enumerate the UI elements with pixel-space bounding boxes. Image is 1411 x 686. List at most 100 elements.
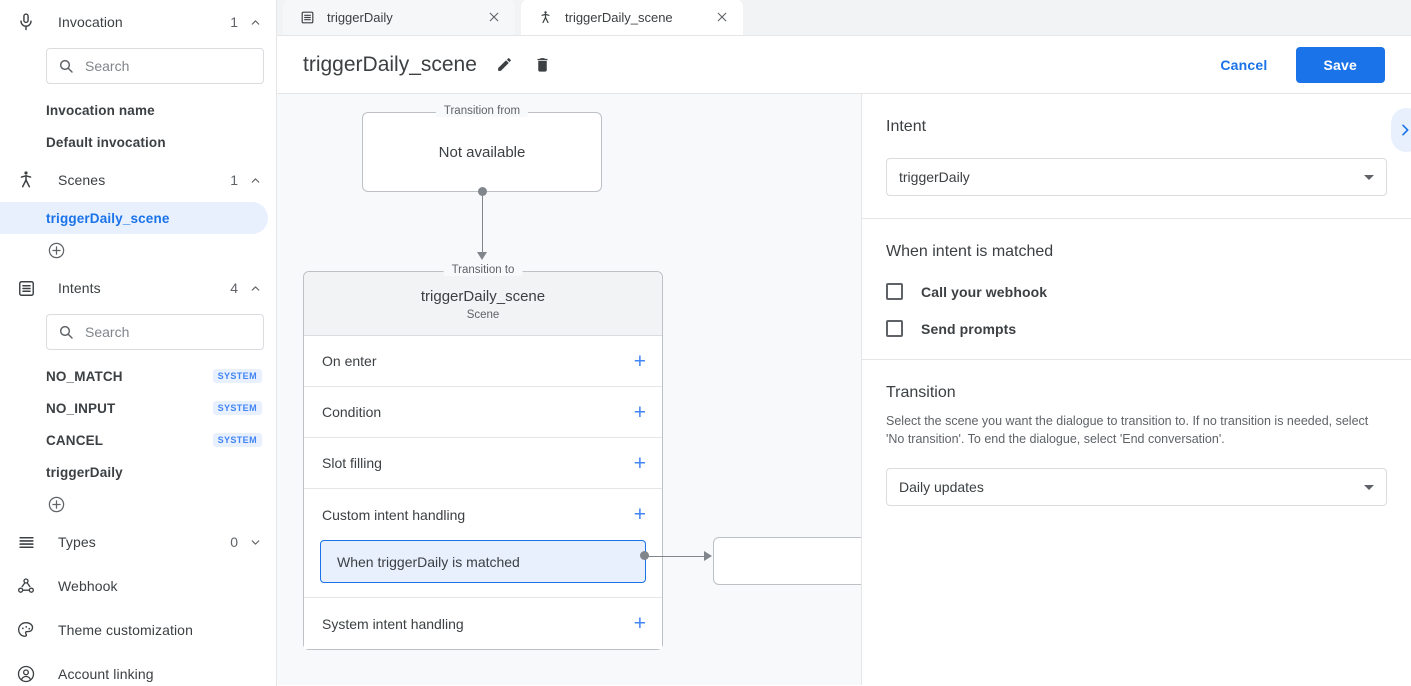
add-on-enter-icon[interactable]: +	[633, 349, 646, 373]
pencil-icon[interactable]	[495, 55, 515, 75]
intents-search-box[interactable]	[46, 314, 264, 350]
intents-search-input[interactable]	[85, 324, 253, 340]
sidebar-item-label: NO_MATCH	[46, 368, 123, 384]
scene-graph-canvas[interactable]: Transition from Not available Transition…	[277, 94, 862, 685]
sidebar-section-count: 0	[230, 534, 238, 550]
scene-header: triggerDaily_scene Cancel Save	[277, 36, 1411, 94]
connector-dot	[640, 551, 649, 560]
scene-row-slot-filling[interactable]: Slot filling +	[304, 438, 662, 489]
add-intent-row	[0, 488, 276, 520]
scene-row-label: Condition	[322, 404, 382, 420]
scene-row-label: On enter	[322, 353, 377, 369]
sidebar-item-no-input[interactable]: NO_INPUT SYSTEM	[0, 392, 276, 424]
sidebar-section-types[interactable]: Types 0	[0, 520, 276, 564]
sidebar-section-label: Scenes	[58, 172, 106, 188]
call-webhook-checkbox[interactable]	[886, 283, 903, 300]
scene-node[interactable]: Transition to triggerDaily_scene Scene O…	[303, 264, 663, 650]
sidebar-section-count: 4	[230, 280, 238, 296]
search-icon	[57, 57, 75, 75]
sidebar-item-label: Theme customization	[58, 622, 193, 638]
tab-triggerdaily[interactable]: triggerDaily	[283, 0, 515, 35]
sidebar-item-label: triggerDaily_scene	[46, 210, 170, 226]
scene-row-system-intent-handling[interactable]: System intent handling +	[304, 598, 662, 649]
trash-icon[interactable]	[533, 55, 553, 75]
save-button[interactable]: Save	[1295, 46, 1385, 83]
scene-icon	[14, 168, 38, 192]
checkbox-row-call-your-webhook[interactable]: Call your webhook	[886, 283, 1387, 300]
sidebar-item-no-match[interactable]: NO_MATCH SYSTEM	[0, 360, 276, 392]
add-system-intent-handling-icon[interactable]: +	[633, 612, 646, 635]
sidebar-item-label: Account linking	[58, 666, 154, 682]
add-scene-row	[0, 234, 276, 266]
sidebar-item-label: triggerDaily	[46, 464, 123, 480]
checkbox-label: Call your webhook	[921, 283, 1048, 300]
scene-row-label: Slot filling	[322, 455, 382, 471]
sidebar-section-label: Invocation	[58, 14, 123, 30]
chevron-up-icon[interactable]	[248, 15, 262, 29]
sidebar-item-account-linking[interactable]: Account linking	[0, 652, 276, 686]
chevron-up-icon[interactable]	[248, 173, 262, 187]
chevron-right-icon[interactable]	[1391, 108, 1411, 152]
sidebar-item-webhook[interactable]: Webhook	[0, 564, 276, 608]
sidebar-item-triggerdaily[interactable]: triggerDaily	[0, 456, 276, 488]
transition-from-legend: Transition from	[435, 105, 529, 117]
scene-row-condition[interactable]: Condition +	[304, 387, 662, 438]
send-prompts-checkbox[interactable]	[886, 320, 903, 337]
transition-select[interactable]: Daily updates	[886, 468, 1387, 506]
intent-heading: Intent	[886, 118, 927, 135]
sidebar-item-cancel[interactable]: CANCEL SYSTEM	[0, 424, 276, 456]
sidebar-item-label: CANCEL	[46, 432, 104, 448]
intent-select[interactable]: triggerDaily	[886, 158, 1387, 196]
tab-triggerdaily-scene[interactable]: triggerDaily_scene	[521, 0, 743, 35]
checkbox-row-send-prompts[interactable]: Send prompts	[886, 320, 1387, 337]
intents-search-wrap	[0, 310, 276, 360]
sidebar-section-count: 1	[230, 172, 238, 188]
sidebar-section-intents[interactable]: Intents 4	[0, 266, 276, 310]
when-matched-heading: When intent is matched	[886, 243, 1054, 260]
chevron-down-icon[interactable]	[248, 535, 262, 549]
sidebar-section-label: Intents	[58, 280, 101, 296]
add-intent-icon[interactable]	[46, 494, 66, 514]
properties-panel: Intent triggerDaily When intent is match…	[862, 94, 1411, 685]
invocation-search-input[interactable]	[85, 58, 253, 74]
chevron-up-icon[interactable]	[248, 281, 262, 295]
sidebar-item-triggerdaily-scene[interactable]: triggerDaily_scene	[0, 202, 268, 234]
invocation-search-box[interactable]	[46, 48, 264, 84]
search-icon	[57, 323, 75, 341]
sidebar-item-invocation-name[interactable]: Invocation name	[0, 94, 276, 126]
status-badge: SYSTEM	[212, 401, 262, 415]
intents-icon	[299, 9, 315, 25]
cancel-button[interactable]: Cancel	[1208, 48, 1279, 82]
sidebar-section-scenes[interactable]: Scenes 1	[0, 158, 276, 202]
sidebar-item-label: Invocation name	[46, 102, 155, 118]
close-icon[interactable]	[485, 8, 503, 26]
sidebar-item-label: Default invocation	[46, 134, 166, 150]
sidebar-item-theme-customization[interactable]: Theme customization	[0, 608, 276, 652]
transition-from-node[interactable]: Transition from Not available	[362, 105, 602, 192]
transition-to-legend: Transition to	[443, 264, 523, 276]
add-slot-filling-icon[interactable]: +	[633, 451, 646, 475]
sidebar-section-label: Types	[58, 534, 96, 550]
scene-node-name: triggerDaily_scene	[420, 288, 546, 305]
account-icon	[14, 662, 38, 686]
sidebar-item-default-invocation[interactable]: Default invocation	[0, 126, 276, 158]
intent-handler-chip[interactable]: When triggerDaily is matched	[320, 540, 646, 583]
scene-row-label: Custom intent handling	[322, 506, 466, 523]
sidebar-item-label: NO_INPUT	[46, 400, 116, 416]
scene-row-on-enter[interactable]: On enter +	[304, 336, 662, 387]
transition-from-text: Not available	[438, 143, 526, 161]
transition-description: Select the scene you want the dialogue t…	[886, 414, 1369, 446]
tab-label: triggerDaily_scene	[565, 9, 673, 25]
microphone-icon	[14, 10, 38, 34]
transition-target-node[interactable]: Tr Dail	[713, 537, 861, 585]
add-custom-intent-handling-icon[interactable]: +	[633, 503, 646, 526]
connector-line	[482, 191, 483, 253]
scene-group-custom-intent-handling: Custom intent handling + When triggerDai…	[304, 489, 662, 598]
add-condition-icon[interactable]: +	[633, 400, 646, 424]
close-icon[interactable]	[713, 8, 731, 26]
scene-row-label: System intent handling	[322, 615, 464, 632]
sidebar-section-invocation[interactable]: Invocation 1	[0, 0, 276, 44]
scene-row-custom-intent-handling[interactable]: Custom intent handling +	[304, 489, 662, 540]
connector-arrow	[477, 252, 487, 260]
add-scene-icon[interactable]	[46, 240, 66, 260]
